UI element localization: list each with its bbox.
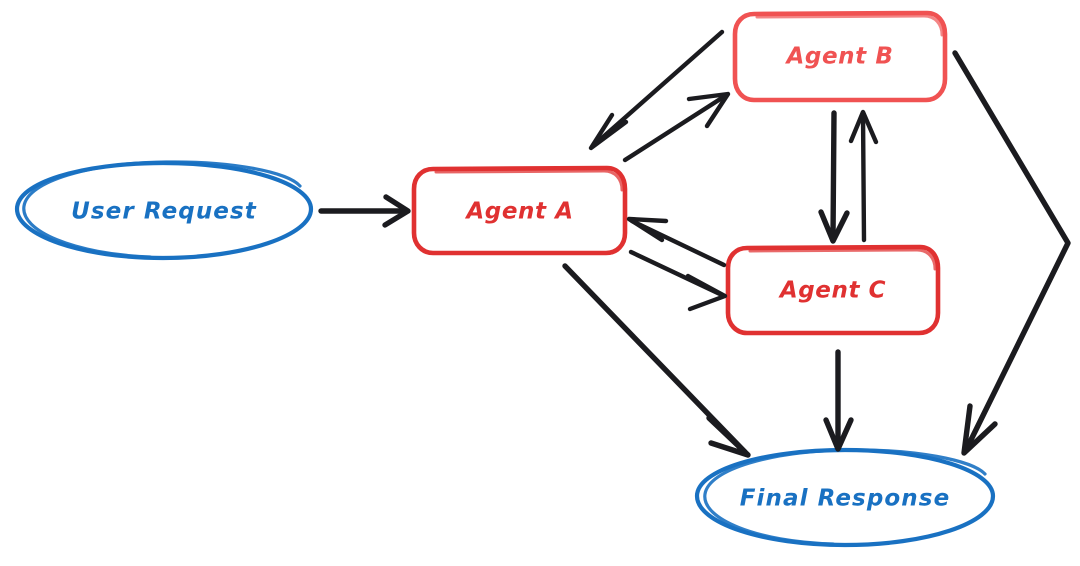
edge-agent-c-to-final-response-arrowhead xyxy=(823,417,854,452)
edge-agent-b-to-final-response xyxy=(952,50,1071,456)
edge-agent-a-to-agent-c-arrowhead xyxy=(685,273,728,312)
agent-b-label: Agent B xyxy=(785,44,894,70)
node-agent-a[interactable]: Agent A xyxy=(411,165,628,256)
edge-agent-b-to-final-response-arrowhead xyxy=(961,403,998,456)
edge-agent-c-to-final-response xyxy=(823,349,854,452)
final-response-ellipse-outline xyxy=(694,447,996,548)
node-agent-c[interactable]: Agent C xyxy=(725,244,941,336)
edge-agent-a-to-agent-b xyxy=(622,91,731,163)
edge-agent-b-to-agent-a-arrowhead xyxy=(588,112,629,151)
node-user-request[interactable]: User Request xyxy=(14,160,314,261)
edge-agent-a-to-agent-b-line xyxy=(622,93,728,163)
edge-agent-b-to-agent-a xyxy=(588,29,725,151)
edge-user-request-to-agent-a xyxy=(318,194,411,228)
edge-agent-a-to-agent-c xyxy=(628,249,728,312)
node-agent-b[interactable]: Agent B xyxy=(732,10,948,103)
user-request-label: User Request xyxy=(71,199,257,225)
agent-c-label: Agent C xyxy=(778,278,886,304)
edge-agent-a-to-agent-b-arrowhead xyxy=(686,91,731,129)
edge-agent-c-to-agent-a xyxy=(626,216,727,268)
agent-b-box-outline xyxy=(732,10,948,103)
agent-a-box-outline xyxy=(411,165,628,256)
edge-agent-c-to-agent-b-line xyxy=(860,111,867,243)
edge-agent-c-to-agent-b-arrowhead xyxy=(848,109,879,145)
edge-user-request-to-agent-a-arrowhead xyxy=(382,194,411,228)
edge-agent-b-to-agent-c-arrowhead xyxy=(818,209,850,244)
agent-b-box-sketch-overstroke xyxy=(755,14,944,37)
final-response-ellipse-sketch-overstroke xyxy=(703,448,987,546)
agent-c-box-sketch-overstroke xyxy=(748,248,937,271)
edge-agent-b-to-final-response-line xyxy=(952,50,1071,453)
user-request-ellipse-sketch-overstroke xyxy=(22,160,302,259)
agent-a-label: Agent A xyxy=(464,199,573,225)
edge-agent-c-to-agent-a-arrowhead xyxy=(626,216,669,243)
user-request-ellipse-outline xyxy=(14,160,314,261)
edge-agent-b-to-agent-c xyxy=(818,110,850,244)
edge-agent-a-to-final-response xyxy=(562,263,751,458)
node-final-response[interactable]: Final Response xyxy=(694,447,996,548)
edge-agent-c-to-agent-b xyxy=(848,109,879,243)
edge-agent-b-to-agent-c-line xyxy=(830,110,837,241)
edge-agent-a-to-final-response-arrowhead xyxy=(706,415,751,458)
edge-agent-b-to-agent-a-line xyxy=(591,29,725,148)
final-response-label: Final Response xyxy=(740,486,951,512)
agent-c-box-outline xyxy=(725,244,941,336)
agent-a-box-sketch-overstroke xyxy=(434,169,624,192)
